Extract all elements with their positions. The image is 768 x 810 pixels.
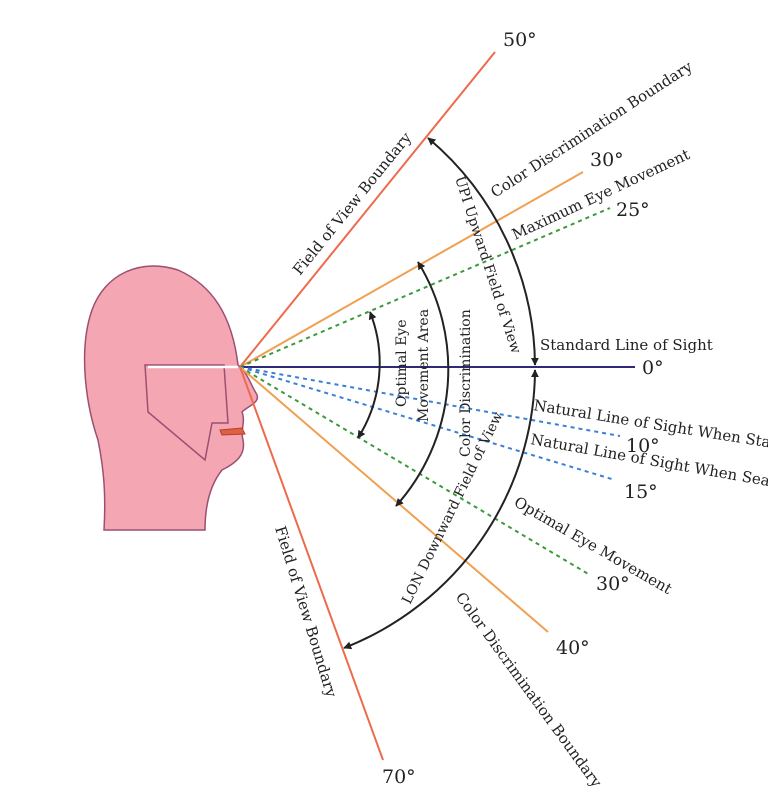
degree-up-30: 30°: [590, 149, 624, 171]
upward-fov-arc: [427, 137, 539, 366]
standard-line-label: Standard Line of Sight: [540, 336, 713, 354]
color-discrimination-arc: [395, 261, 450, 507]
degree-down-15: 15°: [624, 481, 658, 503]
mouth-icon: [219, 427, 246, 436]
degree-down-70: 70°: [382, 766, 416, 788]
optimal-area-label-line2: Movement Area: [416, 309, 432, 422]
fov-boundary-upper-label: Field of View Boundary: [289, 128, 415, 278]
degree-zero: 0°: [642, 357, 664, 379]
fov-boundary-lower-line: [239, 366, 384, 761]
optimal-eye-movement-label: Optimal Eye Movement: [511, 493, 675, 598]
degree-up-25: 25°: [616, 199, 650, 221]
degree-up-50: 50°: [503, 29, 537, 51]
degree-down-30: 30°: [596, 573, 630, 595]
color-boundary-lower-label: Color Discrimination Boundary: [452, 589, 606, 791]
color-boundary-upper-label: Color Discrimination Boundary: [487, 57, 696, 201]
color-discrimination-label: Color Discrimination: [458, 309, 474, 457]
downward-fov-label: LON Downward Field of View: [399, 410, 506, 607]
degree-down-40: 40°: [556, 637, 590, 659]
downward-fov-arc: [343, 369, 539, 650]
optimal-area-label-line1: Optimal Eye: [394, 319, 410, 407]
optimal-eye-area-arc: [357, 311, 381, 439]
fov-boundary-upper-line: [239, 51, 496, 368]
ear-cutout: [144, 364, 229, 462]
degree-down-10: 10°: [626, 435, 660, 457]
